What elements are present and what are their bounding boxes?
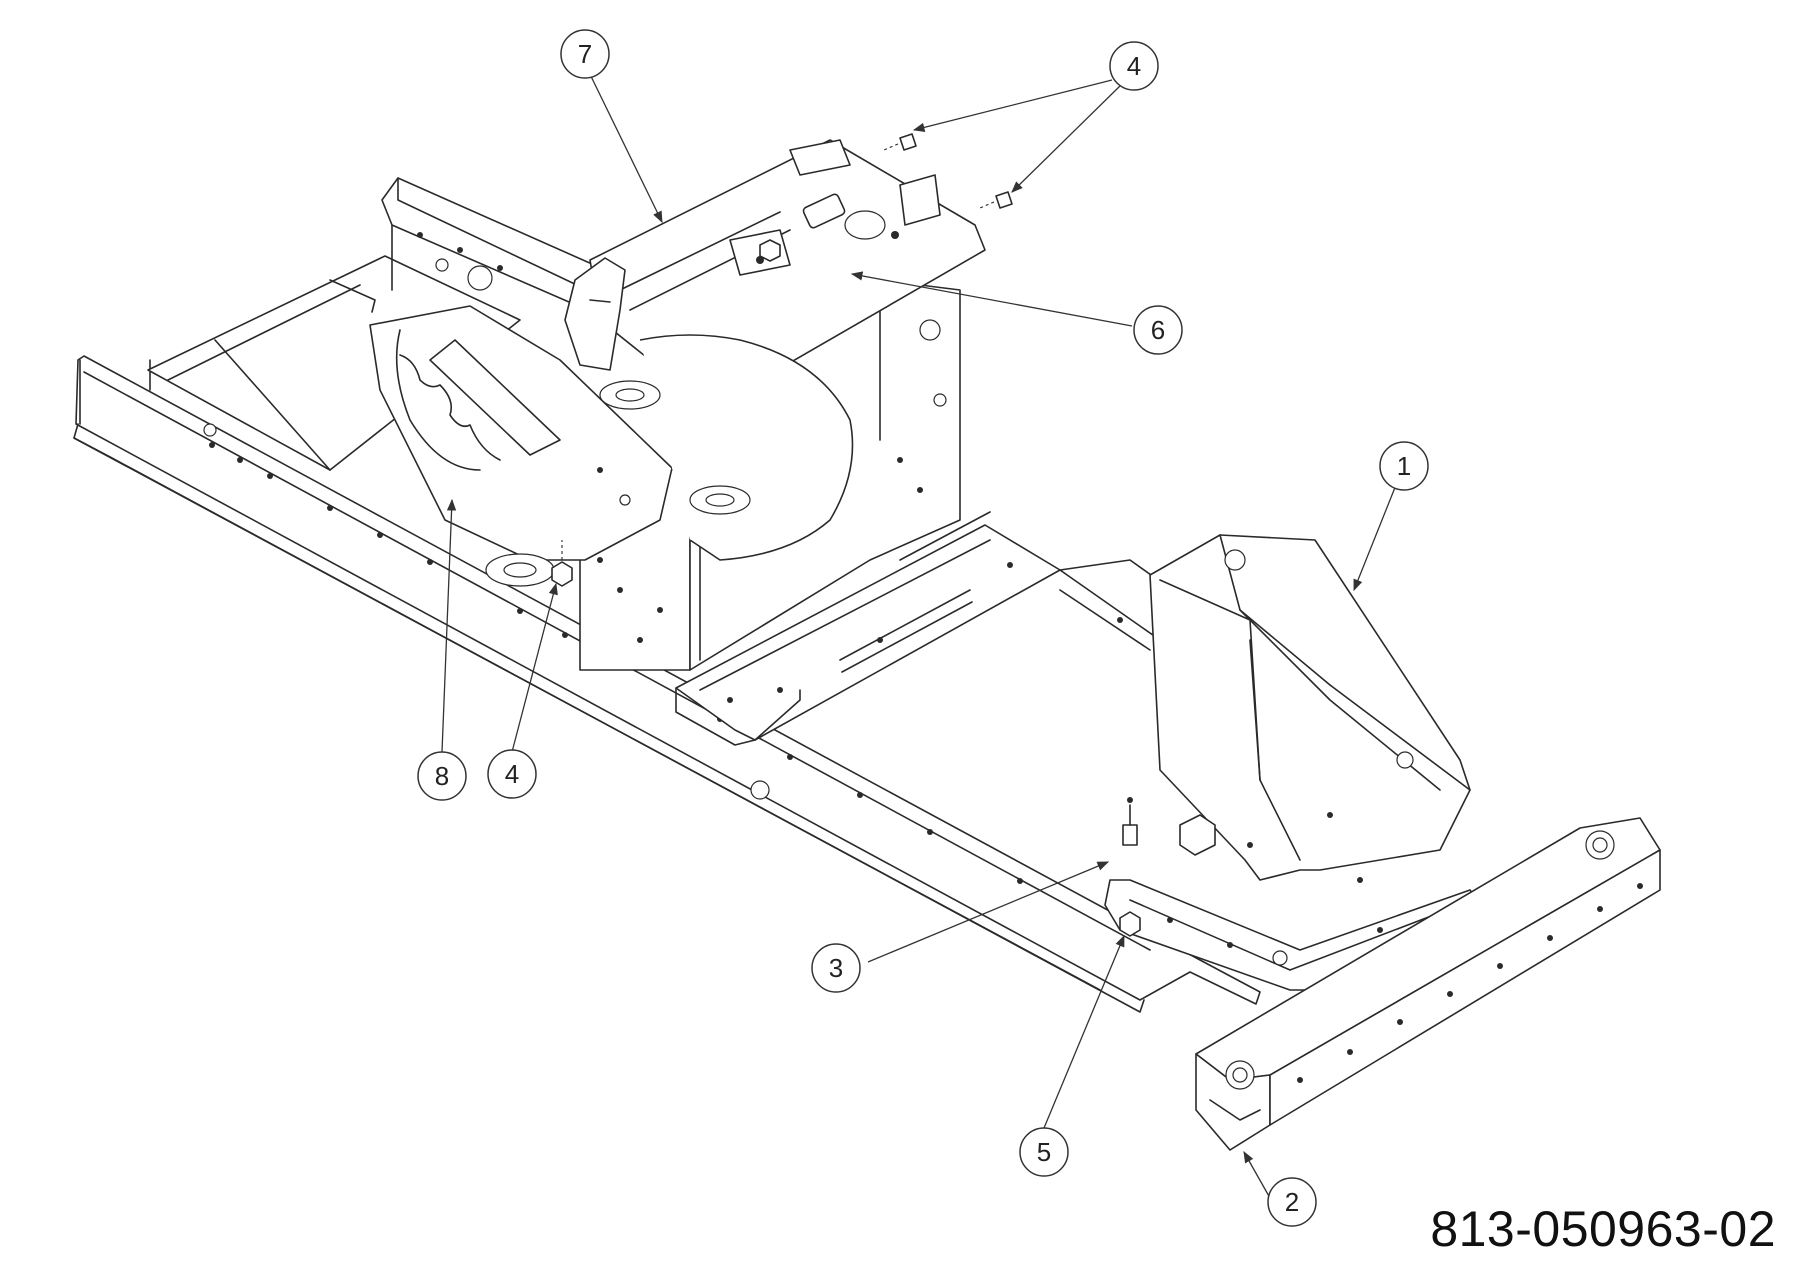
callout-3-label: 3	[829, 953, 843, 983]
callout-2: 2	[1267, 1177, 1317, 1227]
front-plate-bracket	[1149, 534, 1471, 883]
callout-7-label: 7	[578, 39, 592, 69]
callout-5-label: 5	[1037, 1137, 1051, 1167]
callout-5: 5	[1019, 1127, 1069, 1177]
seat-adjust-plate	[369, 305, 673, 561]
callout-1-label: 1	[1397, 451, 1411, 481]
callout-2-label: 2	[1285, 1187, 1299, 1217]
screw-part-4-top-b	[979, 191, 1013, 209]
bolt-part-3	[1122, 797, 1138, 846]
callout-4-top-label: 4	[1127, 51, 1141, 81]
upper-cross-rail	[381, 177, 611, 313]
callout-8-label: 8	[435, 761, 449, 791]
callout-7: 7	[560, 29, 610, 79]
left-deck-plate	[147, 255, 521, 471]
nut-part-5	[1119, 911, 1141, 937]
screw-part-4-lower	[551, 540, 573, 587]
leader-lines	[441, 63, 1399, 1199]
nut-part-6	[759, 239, 781, 262]
drawing-part-number: 813-050963-02	[1430, 1201, 1776, 1257]
screw-part-4-top-a	[883, 133, 917, 151]
callout-4-top: 4	[1109, 41, 1159, 91]
front-cross-member	[675, 511, 1061, 746]
callout-3: 3	[811, 943, 861, 993]
front-axle-beam	[1195, 817, 1661, 1151]
callout-4-lower-label: 4	[505, 759, 519, 789]
hub-disc	[485, 334, 854, 587]
callout-6-label: 6	[1151, 315, 1165, 345]
callout-8: 8	[417, 751, 467, 801]
callout-1: 1	[1379, 441, 1429, 491]
console-post	[564, 257, 626, 371]
callout-6: 6	[1133, 305, 1183, 355]
left-frame-rail	[73, 355, 1261, 1013]
callout-4-lower: 4	[487, 749, 537, 799]
